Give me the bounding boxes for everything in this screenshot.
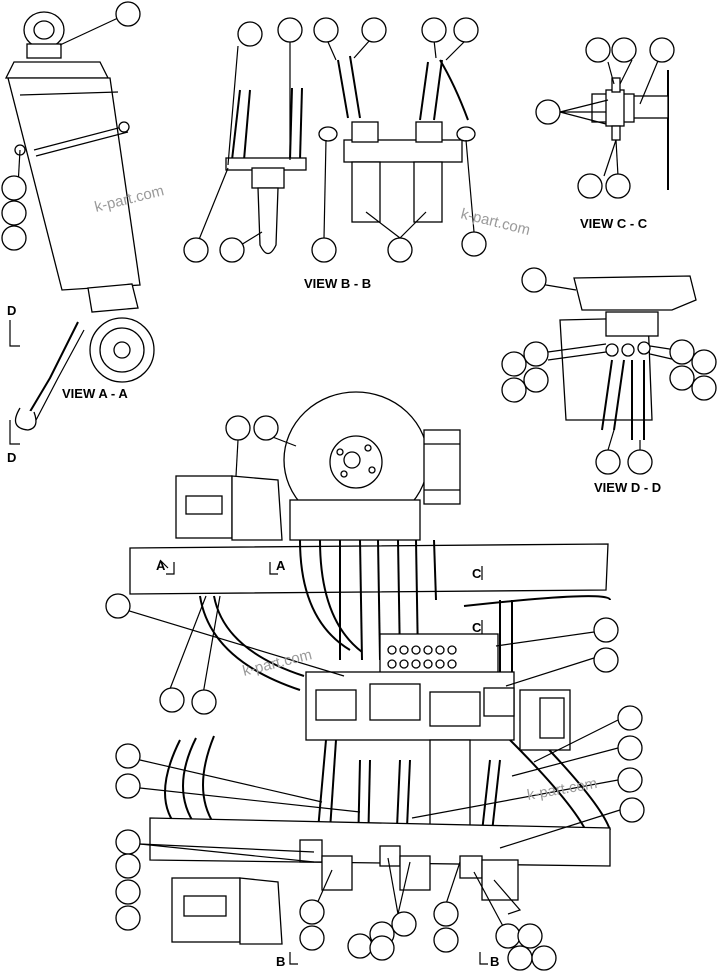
callout-bubble: [115, 905, 141, 931]
callout-bubble: [593, 647, 619, 673]
callout-bubble: [517, 923, 543, 949]
section-mark-d-bottom: D: [7, 450, 16, 465]
callout-bubble: [313, 17, 339, 43]
callout-bubble: [361, 17, 387, 43]
callout-bubble: [669, 339, 695, 365]
view-c-label: VIEW C - C: [580, 216, 648, 231]
view-a-cylinder: D D VIEW A - A: [1, 1, 155, 465]
callout-bubble: [617, 705, 643, 731]
callout-bubble: [391, 911, 417, 937]
callout-bubble: [585, 37, 611, 63]
callout-bubble: [523, 341, 549, 367]
section-mark-a-right: A: [276, 558, 286, 573]
callout-bubble: [115, 1, 141, 27]
callout-bubble: [501, 351, 527, 377]
callout-bubble: [219, 237, 245, 263]
section-mark-c-top: C: [472, 566, 482, 581]
callout-bubble: [453, 17, 479, 43]
callout-bubble: [617, 767, 643, 793]
callout-bubble: [1, 225, 27, 251]
callout-bubble: [433, 901, 459, 927]
callout-bubble: [299, 899, 325, 925]
callout-bubble: [225, 415, 251, 441]
callout-bubble: [299, 925, 325, 951]
callout-bubble: [595, 449, 621, 475]
section-mark-b-left: B: [276, 954, 285, 969]
view-b-label: VIEW B - B: [304, 276, 371, 291]
callout-bubble: [593, 617, 619, 643]
callout-bubble: [507, 945, 533, 971]
callout-bubble: [115, 853, 141, 879]
callout-bubble: [115, 743, 141, 769]
view-c-fitting: VIEW C - C: [535, 37, 675, 231]
callout-bubble: [531, 945, 557, 971]
callout-bubble: [605, 173, 631, 199]
callout-bubble: [387, 237, 413, 263]
callout-bubble: [577, 173, 603, 199]
section-mark-a-left: A: [156, 558, 166, 573]
watermark-text: k-part.com: [526, 775, 599, 804]
callout-bubble: [691, 375, 717, 401]
callout-bubble: [115, 773, 141, 799]
callout-bubble: [619, 797, 645, 823]
callout-bubble: [421, 17, 447, 43]
callout-bubble: [115, 829, 141, 855]
view-a-label: VIEW A - A: [62, 386, 128, 401]
main-assembly: A A C C: [105, 391, 645, 971]
callout-bubble: [461, 231, 487, 257]
callout-bubble: [627, 449, 653, 475]
view-d-block: VIEW D - D: [501, 267, 717, 495]
callout-bubble: [191, 689, 217, 715]
callout-bubble: [115, 879, 141, 905]
callout-bubble: [369, 935, 395, 961]
view-d-label: VIEW D - D: [594, 480, 661, 495]
callout-bubble: [501, 377, 527, 403]
callout-bubble: [105, 593, 131, 619]
callout-bubble: [523, 367, 549, 393]
callout-bubble: [277, 17, 303, 43]
callout-bubble: [611, 37, 637, 63]
callout-bubble: [183, 237, 209, 263]
callout-bubble: [237, 21, 263, 47]
callout-bubble: [159, 687, 185, 713]
callout-bubble: [311, 237, 337, 263]
view-b-hoses: VIEW B - B: [183, 17, 487, 291]
section-mark-c-bottom: C: [472, 620, 482, 635]
callout-bubble: [495, 923, 521, 949]
callout-bubble: [691, 349, 717, 375]
section-mark-b-right: B: [490, 954, 499, 969]
callout-bubble: [669, 365, 695, 391]
callout-bubble: [649, 37, 675, 63]
callout-bubble: [433, 927, 459, 953]
callout-bubble: [535, 99, 561, 125]
callout-bubble: [521, 267, 547, 293]
section-mark-d-top: D: [7, 303, 16, 318]
callout-bubble: [1, 200, 27, 226]
callout-bubble: [253, 415, 279, 441]
callout-bubble: [347, 933, 373, 959]
callout-bubble: [1, 175, 27, 201]
callout-bubble: [617, 735, 643, 761]
